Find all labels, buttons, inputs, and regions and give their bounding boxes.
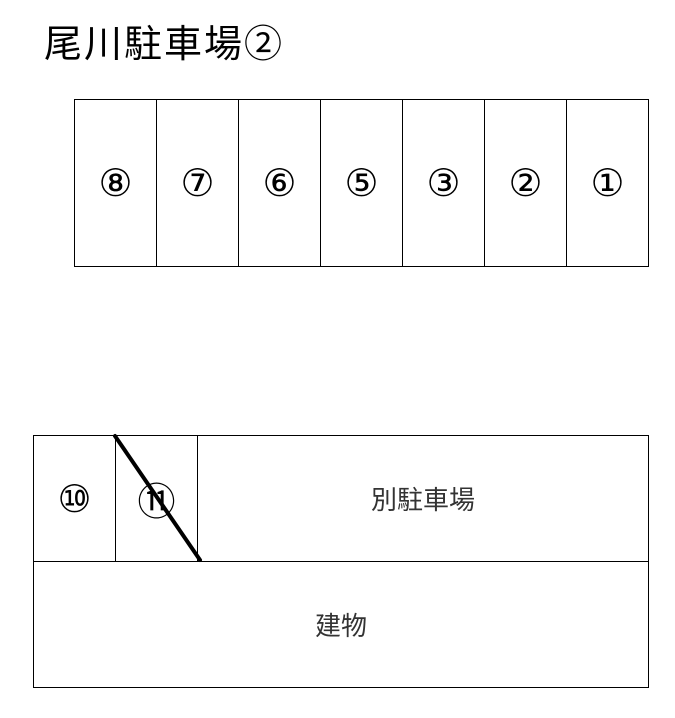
- parking-space-7: ⑦: [157, 100, 239, 266]
- parking-space-6: ⑥: [239, 100, 321, 266]
- parking-row-bottom: ⑩ ⑪ 別駐車場: [34, 436, 648, 562]
- parking-space-3: ③: [403, 100, 485, 266]
- building: 建物: [314, 612, 367, 642]
- other-parking-lot: 別駐車場: [370, 486, 475, 516]
- parking-space-8: ⑧: [75, 100, 157, 266]
- parking-space-1: ①: [590, 161, 625, 205]
- parking-space-5: ⑤: [321, 100, 403, 266]
- parking-space-2: ②: [485, 100, 567, 266]
- page-title: 尾川駐車場②: [44, 22, 285, 66]
- parking-area-bottom: ⑩ ⑪ 別駐車場 建物: [33, 435, 649, 688]
- parking-space-10: ⑩: [34, 436, 116, 561]
- parking-space-11: ⑪: [116, 436, 198, 561]
- parking-row-top: ⑧ ⑦ ⑥ ⑤ ③ ② ①: [74, 99, 649, 267]
